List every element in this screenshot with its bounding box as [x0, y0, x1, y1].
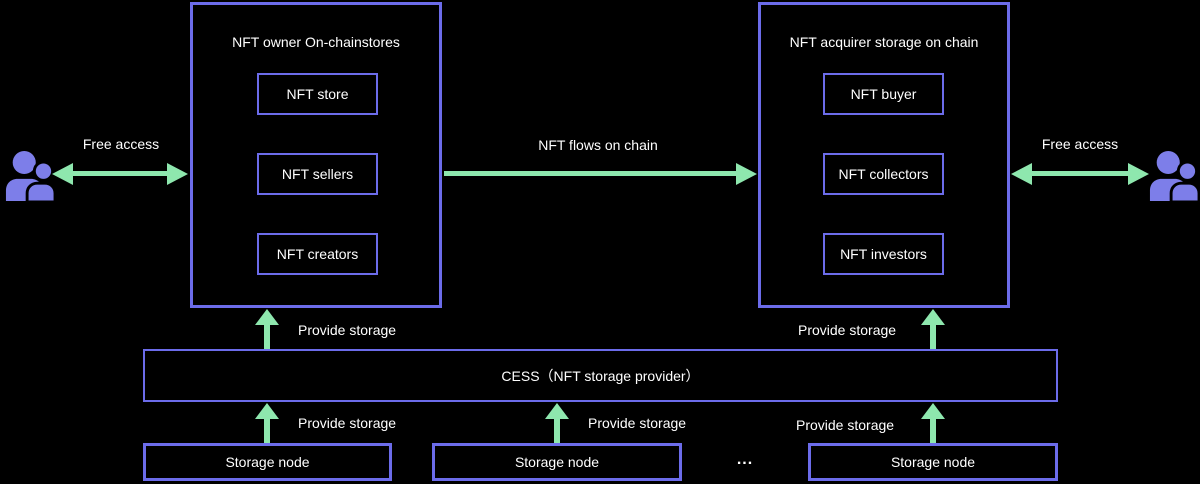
provide-storage-right-top-label: Provide storage — [798, 322, 897, 338]
nft-flows-label: NFT flows on chain — [538, 137, 658, 153]
storage-node-1: Storage node — [143, 443, 392, 481]
nft-collectors-label: NFT collectors — [838, 166, 929, 182]
nft-owner-panel-title: NFT owner On-chainstores — [232, 34, 400, 50]
nft-collectors-box: NFT collectors — [823, 153, 944, 195]
nft-sellers-label: NFT sellers — [281, 166, 354, 182]
arrow-head-up-icon — [545, 403, 569, 419]
nft-flows-arrow — [444, 163, 757, 185]
free-access-right-label: Free access — [1041, 136, 1119, 152]
storage-node-2: Storage node — [432, 443, 682, 481]
provide-storage-node1-label: Provide storage — [298, 415, 397, 431]
nft-sellers-box: NFT sellers — [257, 153, 378, 195]
arrow-head-up-icon — [255, 403, 279, 419]
arrow-head-up-icon — [921, 309, 945, 325]
arrow-head-right-icon — [736, 163, 757, 185]
nft-creators-box: NFT creators — [257, 233, 378, 275]
provide-storage-left-top-label: Provide storage — [298, 322, 397, 338]
cess-label: CESS（NFT storage provider） — [501, 367, 700, 384]
cess-to-owner-arrow — [255, 309, 279, 350]
free-access-left-label: Free access — [82, 136, 160, 152]
arrow-head-up-icon — [921, 403, 945, 419]
arrow-head-up-icon — [255, 309, 279, 325]
arrow-head-left-icon — [1011, 163, 1032, 185]
nft-investors-label: NFT investors — [840, 246, 927, 262]
nft-buyer-label: NFT buyer — [850, 86, 917, 102]
cess-box: CESS（NFT storage provider） — [143, 349, 1058, 402]
arrow-head-right-icon — [167, 163, 188, 185]
people-group-icon — [5, 149, 55, 201]
node3-to-cess-arrow — [921, 403, 945, 443]
nft-store-label: NFT store — [286, 86, 349, 102]
nft-acquirer-panel-title: NFT acquirer storage on chain — [789, 34, 979, 50]
node2-to-cess-arrow — [545, 403, 569, 443]
nft-investors-box: NFT investors — [823, 233, 944, 275]
arrow-head-right-icon — [1128, 163, 1149, 185]
storage-node-3: Storage node — [808, 443, 1058, 481]
nft-store-box: NFT store — [257, 73, 378, 115]
storage-node-label: Storage node — [225, 454, 310, 470]
nft-acquirer-panel — [758, 2, 1010, 308]
more-nodes-ellipsis: ... — [736, 451, 754, 468]
people-group-icon — [1149, 149, 1199, 201]
storage-node-label: Storage node — [514, 454, 600, 470]
arrow-head-left-icon — [52, 163, 73, 185]
cess-to-acquirer-arrow — [921, 309, 945, 350]
provide-storage-node3-label: Provide storage — [796, 417, 895, 433]
nft-creators-label: NFT creators — [276, 246, 359, 262]
node1-to-cess-arrow — [255, 403, 279, 443]
nft-buyer-box: NFT buyer — [823, 73, 944, 115]
free-access-right-arrow — [1011, 163, 1149, 185]
provide-storage-node2-label: Provide storage — [588, 415, 687, 431]
free-access-left-arrow — [52, 163, 188, 185]
storage-node-label: Storage node — [890, 454, 976, 470]
nft-owner-panel — [190, 2, 442, 308]
